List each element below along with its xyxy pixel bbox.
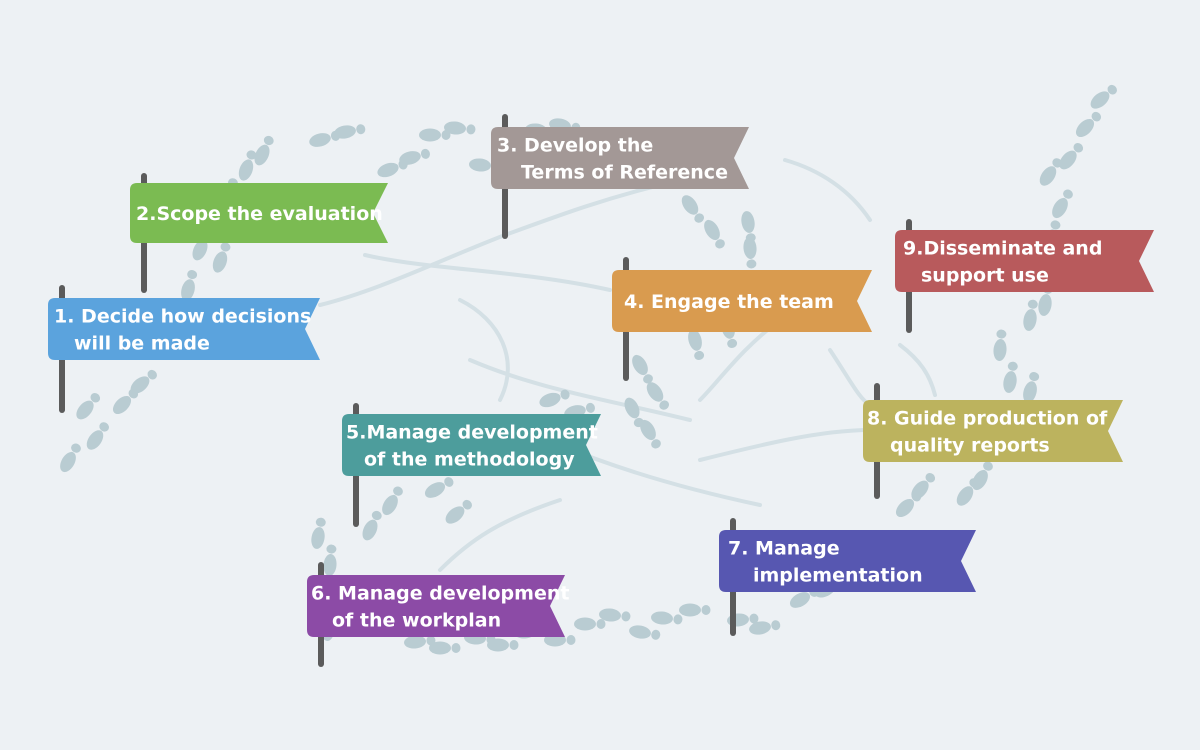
footprint	[311, 517, 326, 549]
footprint	[424, 477, 454, 498]
flag-label-line: 4. Engage the team	[624, 291, 834, 313]
flag-banner	[307, 575, 565, 637]
footprint	[444, 121, 476, 135]
trail-line	[468, 358, 692, 422]
flag-label-line: 7. Manage	[728, 538, 840, 560]
footprint	[704, 219, 725, 249]
footprint	[429, 641, 461, 655]
flag-step-4: 4. Engage the team	[612, 257, 872, 381]
footprint	[323, 544, 337, 576]
footprint	[238, 150, 257, 181]
flag-label-line: will be made	[74, 333, 210, 355]
flag-banner	[719, 530, 976, 592]
trail-line	[503, 183, 662, 237]
footprint	[539, 389, 570, 408]
flag-banner	[130, 183, 388, 243]
footprint	[632, 354, 653, 384]
flag-label-line: of the methodology	[364, 449, 575, 471]
trail-line	[458, 298, 510, 402]
flag-step-5: 5.Manage development of the methodology	[342, 403, 601, 527]
flag-label-line: Terms of Reference	[521, 162, 728, 184]
footprint	[181, 270, 198, 301]
footprint	[212, 242, 231, 273]
footprint	[76, 393, 101, 420]
flag-label-line: 2.Scope the evaluation	[136, 203, 383, 225]
flag-banner	[863, 400, 1123, 462]
footprint	[1023, 372, 1040, 403]
footprint	[487, 638, 519, 652]
footprint	[749, 620, 781, 635]
footprint	[895, 491, 922, 518]
footprint	[1090, 84, 1117, 109]
flag-label-line: support use	[921, 265, 1049, 287]
flag-label-line: quality reports	[890, 435, 1050, 457]
footprint	[743, 237, 757, 269]
footprint	[681, 195, 705, 223]
footprint	[334, 124, 366, 139]
flag-step-7: 7. Manage implementation	[719, 518, 976, 636]
footprint	[629, 625, 661, 640]
flag-label-line: 3. Develop the	[497, 135, 653, 157]
trail-line	[783, 158, 872, 222]
footprint	[1003, 361, 1018, 393]
flag-step-1: 1. Decide how decisions will be made	[48, 285, 320, 413]
footprint	[382, 486, 403, 516]
flag-label-line: 8. Guide production of	[867, 408, 1108, 430]
footprint	[86, 422, 110, 450]
footprint	[1039, 158, 1063, 186]
flag-step-2: 2.Scope the evaluation	[130, 173, 388, 293]
footprint	[445, 499, 472, 524]
flag-label-line: implementation	[753, 565, 923, 587]
flag-banner	[342, 414, 601, 476]
footprint	[574, 617, 606, 631]
footprint	[993, 329, 1007, 361]
footprint	[112, 388, 139, 415]
footprint	[688, 329, 705, 360]
flag-banner	[48, 298, 320, 360]
footprint	[646, 382, 670, 410]
footprint	[362, 510, 382, 541]
footprint	[1052, 189, 1073, 219]
trail-line	[318, 233, 507, 307]
flag-step-6: 6. Manage development of the workplan	[307, 562, 569, 667]
footprint	[254, 135, 274, 166]
footprint	[651, 611, 683, 625]
footprint	[624, 397, 644, 428]
footprint	[640, 419, 661, 449]
flag-step-8: 8. Guide production of quality reports	[863, 383, 1123, 499]
trail-line	[438, 498, 562, 572]
trail-line	[898, 343, 937, 397]
flag-label-line: 5.Manage development	[346, 422, 598, 444]
flag-banner	[612, 270, 872, 332]
footprint	[404, 635, 436, 649]
footprint	[956, 478, 980, 506]
footprint	[60, 443, 81, 473]
flag-banner	[491, 127, 749, 189]
footprint	[1023, 299, 1038, 331]
footprint	[399, 148, 430, 165]
footprint	[1075, 111, 1102, 138]
footprint	[599, 608, 631, 622]
flag-label-line: 9.Disseminate and	[903, 238, 1102, 260]
trail-line	[698, 428, 872, 462]
footprint	[1059, 143, 1084, 170]
footprint	[130, 369, 157, 394]
flag-label-line: 1. Decide how decisions	[54, 306, 311, 328]
flag-banner	[895, 230, 1154, 292]
flag-label-line: of the workplan	[332, 610, 501, 632]
trail-line	[363, 253, 612, 292]
flag-label-line: 6. Manage development	[311, 583, 569, 605]
flag-step-9: 9.Disseminate and support use	[895, 219, 1154, 333]
footprint	[679, 603, 711, 617]
